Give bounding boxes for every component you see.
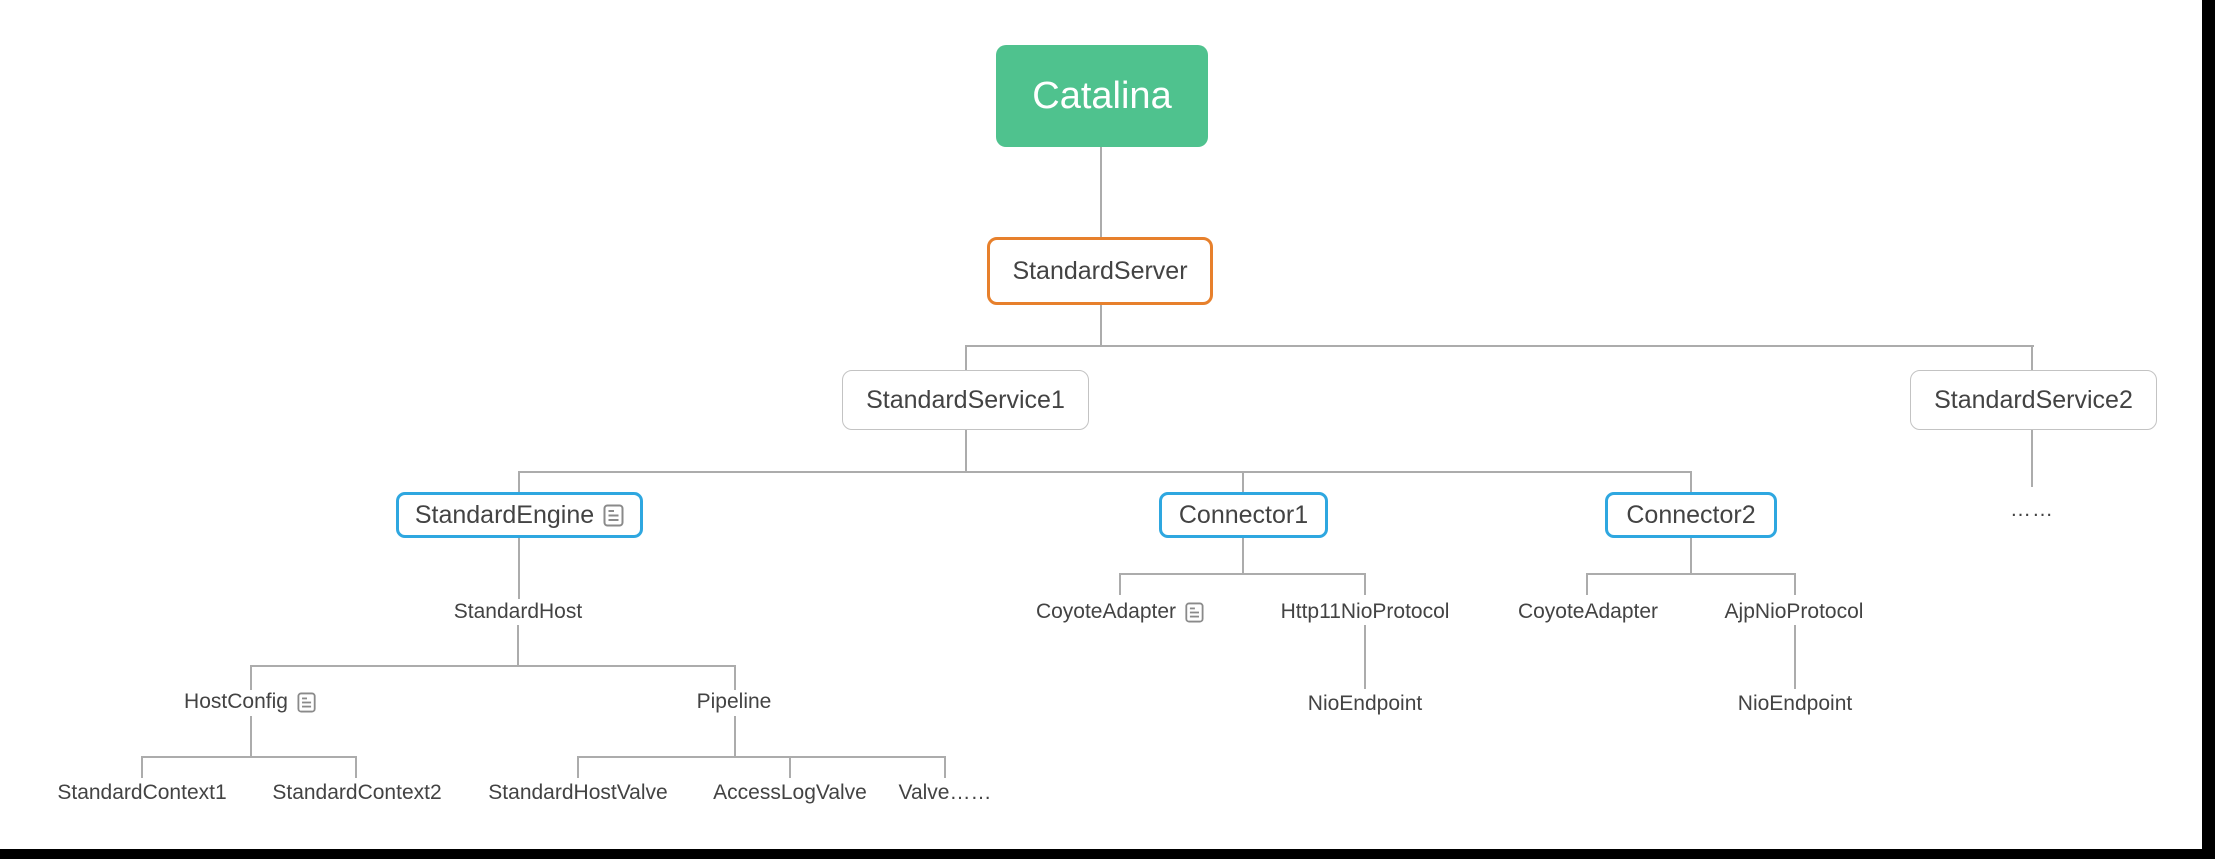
connector-line [1100, 147, 1102, 237]
connector-line [518, 471, 520, 493]
topic-ajp-nio-protocol-label: AjpNioProtocol [1724, 600, 1864, 623]
topic-standard-server-label: StandardServer [1012, 256, 1188, 285]
screen-edge-right [2202, 0, 2215, 859]
topic-standard-context2[interactable]: StandardContext2 [272, 780, 441, 806]
topic-http11-nio-protocol-label: Http11NioProtocol [1280, 600, 1450, 623]
topic-standard-host[interactable]: StandardHost [454, 599, 582, 625]
connector-line [965, 429, 967, 473]
topic-standard-service1-label: StandardService1 [866, 385, 1065, 414]
topic-service2-more-label: …… [2010, 498, 2054, 521]
topic-access-log-valve-label: AccessLogValve [713, 781, 867, 804]
note-icon[interactable] [1185, 602, 1204, 623]
topic-standard-host-valve-label: StandardHostValve [488, 781, 668, 804]
topic-access-log-valve[interactable]: AccessLogValve [713, 780, 867, 806]
topic-host-config[interactable]: HostConfig [184, 689, 316, 715]
topic-standard-engine[interactable]: StandardEngine [396, 492, 643, 538]
connector-line [355, 756, 357, 778]
topic-http11-nio-protocol[interactable]: Http11NioProtocol [1281, 599, 1450, 625]
connector-line [1690, 471, 1692, 493]
topic-service2-more[interactable]: …… [2010, 497, 2054, 523]
connector-line [1242, 537, 1244, 575]
topic-standard-engine-label: StandardEngine [414, 500, 595, 529]
connector-line [1364, 625, 1366, 689]
connector-line [518, 537, 520, 599]
connector-line [517, 625, 519, 667]
connector-line [1364, 573, 1366, 595]
topic-coyote-adapter1[interactable]: CoyoteAdapter [1036, 599, 1204, 625]
connector-line [1586, 573, 1588, 595]
connector-line [518, 471, 1692, 473]
topic-catalina[interactable]: Catalina [996, 45, 1208, 147]
topic-standard-context1[interactable]: StandardContext1 [57, 780, 226, 806]
topic-connector1-label: Connector1 [1178, 500, 1309, 529]
connector-line [2031, 429, 2033, 487]
note-icon[interactable] [603, 504, 624, 527]
topic-standard-service2[interactable]: StandardService2 [1910, 370, 2157, 430]
topic-standard-service1[interactable]: StandardService1 [842, 370, 1089, 430]
connector-line [141, 756, 357, 758]
connector-line [577, 756, 946, 758]
connector-line [250, 665, 736, 667]
note-icon[interactable] [297, 692, 316, 713]
topic-standard-server[interactable]: StandardServer [987, 237, 1213, 305]
connector-line [250, 716, 252, 758]
connector-line [734, 716, 736, 758]
connector-line [1586, 573, 1796, 575]
connector-line [1119, 573, 1366, 575]
topic-nio-endpoint2-label: NioEndpoint [1737, 692, 1853, 715]
connector-line [1794, 625, 1796, 689]
topic-connector2[interactable]: Connector2 [1605, 492, 1777, 538]
topic-standard-host-label: StandardHost [453, 600, 583, 623]
connector-line [1794, 573, 1796, 595]
topic-standard-host-valve[interactable]: StandardHostValve [488, 780, 667, 806]
connector-line [1119, 573, 1121, 595]
screen-edge-bottom [0, 849, 2215, 859]
topic-valve-more-label: Valve…… [898, 781, 992, 804]
topic-nio-endpoint1[interactable]: NioEndpoint [1308, 691, 1422, 717]
topic-standard-context1-label: StandardContext1 [57, 781, 227, 804]
topic-pipeline-label: Pipeline [696, 690, 772, 713]
topic-host-config-label: HostConfig [184, 690, 288, 713]
topic-nio-endpoint2[interactable]: NioEndpoint [1738, 691, 1852, 717]
connector-line [1100, 305, 1102, 347]
connector-line [944, 756, 946, 778]
connector-line [965, 345, 967, 371]
connector-line [789, 756, 791, 778]
connector-line [577, 756, 579, 778]
topic-ajp-nio-protocol[interactable]: AjpNioProtocol [1725, 599, 1864, 625]
topic-nio-endpoint1-label: NioEndpoint [1307, 692, 1423, 715]
topic-coyote-adapter2-label: CoyoteAdapter [1517, 600, 1659, 623]
connector-line [141, 756, 143, 778]
connector-line [1242, 471, 1244, 493]
connector-line [1690, 537, 1692, 575]
topic-standard-context2-label: StandardContext2 [272, 781, 442, 804]
topic-coyote-adapter2[interactable]: CoyoteAdapter [1518, 599, 1658, 625]
topic-coyote-adapter1-label: CoyoteAdapter [1035, 600, 1177, 623]
topic-connector2-label: Connector2 [1626, 500, 1756, 529]
connector-line [734, 665, 736, 690]
topic-pipeline[interactable]: Pipeline [697, 689, 772, 715]
topic-standard-service2-label: StandardService2 [1934, 385, 2133, 414]
topic-connector1[interactable]: Connector1 [1159, 492, 1328, 538]
connector-line [965, 345, 2034, 347]
connector-line [2031, 345, 2033, 372]
topic-valve-more[interactable]: Valve…… [899, 780, 992, 806]
connector-line [250, 665, 252, 690]
topic-catalina-label: Catalina [1032, 74, 1172, 117]
